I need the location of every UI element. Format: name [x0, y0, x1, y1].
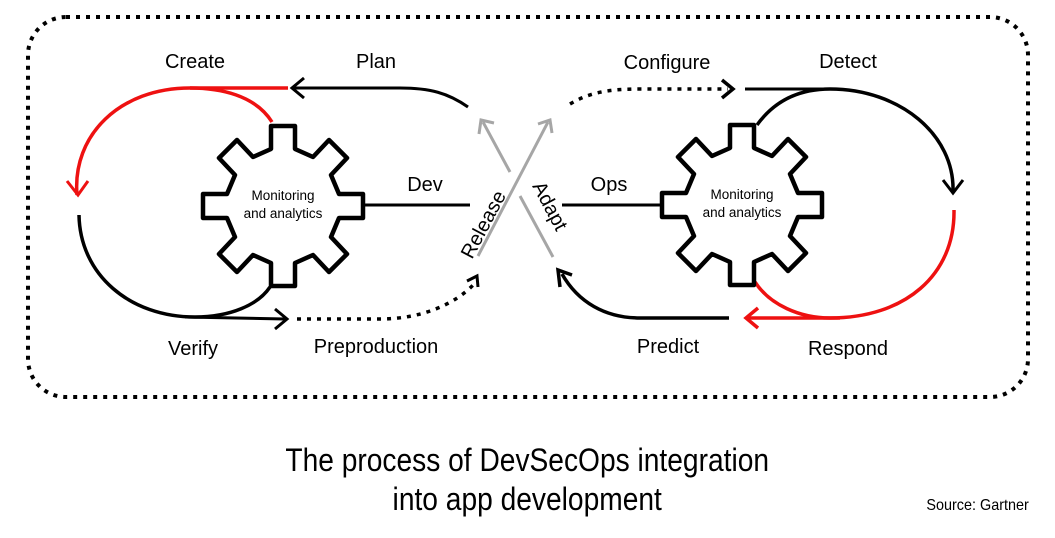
verify-arrowhead-icon: [274, 307, 290, 331]
stage-preproduction: Preproduction: [314, 336, 439, 358]
respond-arrowhead-icon: [743, 306, 760, 330]
verify-line: [184, 315, 286, 321]
stage-create: Create: [165, 51, 225, 73]
predict-arc: [560, 273, 729, 320]
detect-arc: [755, 87, 955, 193]
preproduction-arrowhead-icon: [466, 273, 480, 288]
create-arrowhead-icon: [65, 180, 90, 198]
release-line: [476, 121, 550, 257]
configure-dotted: [569, 87, 728, 106]
plan-arrow: [292, 86, 469, 109]
diagram-title-line-2: into app development: [392, 481, 662, 517]
respond-red-arc: [753, 209, 956, 320]
stage-respond: Respond: [808, 338, 888, 360]
release-label: Release: [457, 187, 511, 262]
dev-gear-label-2: and analytics: [244, 206, 323, 221]
source-credit: Source: Gartner: [926, 497, 1029, 514]
preproduction-dotted: [297, 281, 477, 321]
stage-verify: Verify: [168, 338, 218, 360]
diagram-title-line-1: The process of DevSecOps integration: [285, 442, 770, 478]
adapt-arrowhead-icon: [477, 118, 495, 135]
stage-plan: Plan: [356, 51, 396, 73]
configure-arrowhead-icon: [720, 78, 736, 100]
dev-loop: Monitoring and analytics Create Plan Dev…: [65, 51, 480, 360]
transition-cross: Release Adapt: [457, 118, 572, 262]
verify-arc: [77, 214, 272, 319]
detect-arrowhead-icon: [941, 179, 965, 196]
adapt-line: [518, 195, 555, 258]
create-red-arc: [74, 86, 274, 196]
dev-gear-label-1: Monitoring: [251, 188, 314, 203]
plan-arrowhead-icon: [289, 76, 305, 100]
stage-detect: Detect: [819, 51, 877, 73]
release-arrowhead-icon: [537, 118, 554, 134]
dev-label: Dev: [407, 174, 443, 196]
stage-predict: Predict: [637, 336, 700, 358]
adapt-line-upper: [481, 121, 512, 173]
predict-arrowhead-icon: [555, 267, 573, 288]
stage-configure: Configure: [624, 52, 711, 74]
ops-gear-label-1: Monitoring: [710, 187, 773, 202]
ops-label: Ops: [591, 174, 628, 196]
ops-loop: Monitoring and analytics Configure Detec…: [555, 51, 965, 360]
ops-gear-label-2: and analytics: [703, 205, 782, 220]
dotted-frame: [26, 15, 1030, 399]
